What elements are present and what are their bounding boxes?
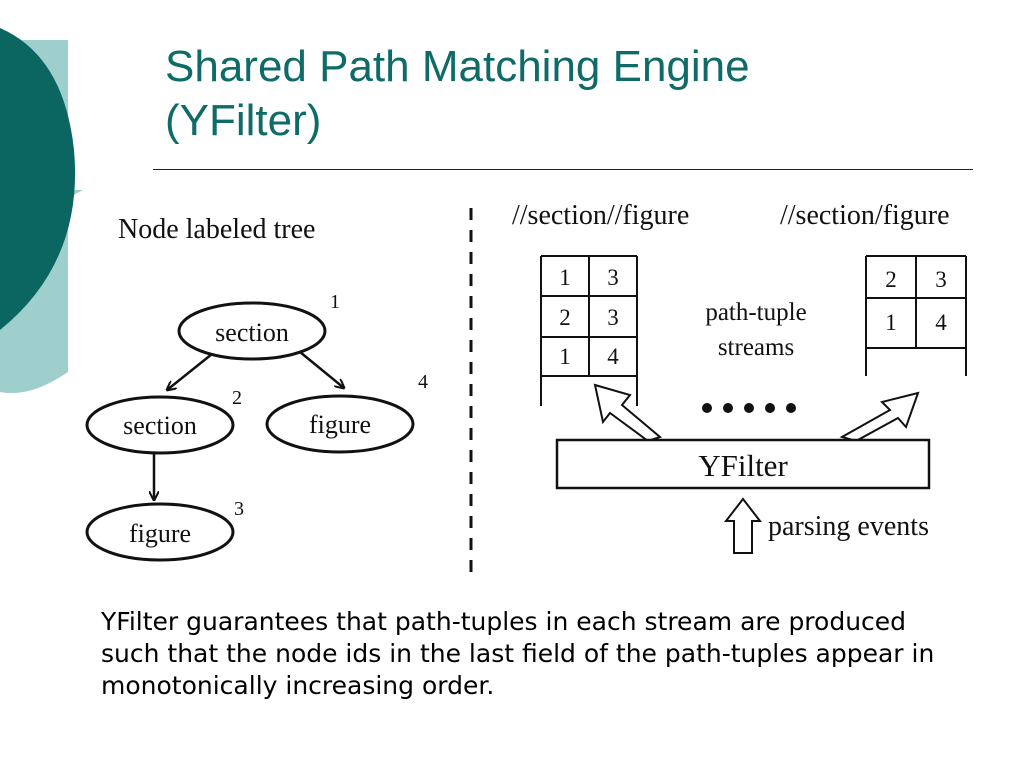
slide-title: Shared Path Matching Engine (YFilter) (165, 40, 985, 148)
query-1-label: //section//figure (512, 200, 689, 231)
tree-edge-1-4 (299, 351, 344, 388)
table-2-cell: 2 (885, 267, 897, 292)
tree-node-3-id: 3 (234, 498, 244, 520)
parsing-events-label: parsing events (768, 511, 929, 542)
title-line-2: (YFilter) (165, 96, 322, 145)
tree-node-2-label: section (123, 411, 197, 440)
tree-node-2: section 2 (85, 387, 242, 455)
tree-edge-1-2 (167, 353, 213, 390)
query-2-label: //section/figure (780, 200, 950, 231)
table-1-cell: 4 (607, 344, 619, 369)
table-1-cell: 3 (607, 305, 619, 330)
output-arrow-right (839, 391, 920, 443)
table-2-cell: 1 (885, 310, 897, 335)
output-arrow-left (593, 383, 663, 443)
tree-heading: Node labeled tree (118, 214, 315, 245)
tree-node-1: section 1 (177, 291, 340, 361)
table-2-cell: 4 (935, 310, 947, 335)
table-1-cell: 2 (559, 305, 571, 330)
title-line-1: Shared Path Matching Engine (165, 42, 750, 91)
yfilter-box (555, 438, 931, 490)
stream-table-2 (865, 255, 967, 376)
yfilter-diagram: Node labeled tree section 1 section 2 fi… (85, 200, 967, 578)
tree-node-2-id: 2 (232, 387, 242, 409)
tree-node-3: figure 3 (85, 498, 244, 562)
table-1-cell: 1 (559, 344, 571, 369)
table-1-cell: 1 (559, 265, 571, 290)
table-1-cell: 3 (607, 265, 619, 290)
deco-dark-shape (0, 28, 76, 330)
tree-node-4: figure 4 (265, 371, 428, 454)
yfilter-label: YFilter (698, 448, 788, 483)
tree-node-1-id: 1 (330, 291, 340, 313)
tree-node-4-id: 4 (418, 371, 428, 393)
tree-node-3-label: figure (129, 519, 191, 548)
streams-label-line-1: path-tuple (705, 299, 806, 326)
tree-node-1-label: section (215, 318, 289, 347)
ellipsis-dots (702, 403, 796, 413)
decorative-shapes (0, 28, 83, 394)
table-2-cell: 3 (935, 267, 947, 292)
streams-label-line-2: streams (718, 334, 794, 361)
tree-node-4-label: figure (309, 410, 371, 439)
slide-caption: YFilter guarantees that path-tuples in e… (101, 607, 935, 700)
stream-table-1 (540, 255, 638, 406)
input-arrow (723, 497, 763, 554)
title-divider (153, 169, 973, 170)
